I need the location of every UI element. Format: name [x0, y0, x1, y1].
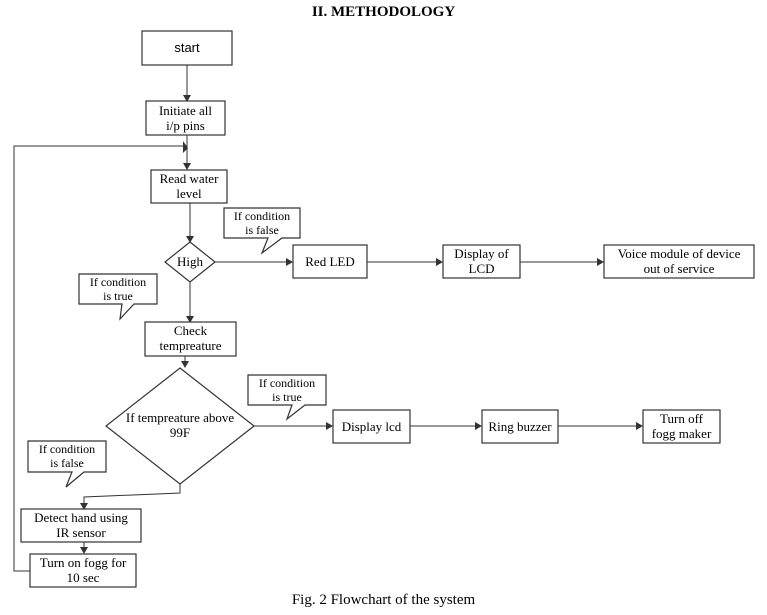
node-start: start: [141, 30, 233, 66]
callout1-line2: is false: [245, 223, 279, 237]
node-voice-line2: out of service: [644, 261, 715, 276]
node-detect-line2: IR sensor: [56, 525, 106, 540]
node-fogg-on-line2: 10 sec: [67, 570, 100, 585]
node-redled-label: Red LED: [305, 254, 354, 269]
figure-caption: Fig. 2 Flowchart of the system: [291, 592, 476, 608]
node-fogg-on-line1: Turn on fogg for: [40, 555, 127, 570]
node-start-label: start: [174, 40, 200, 55]
node-check-line1: Check: [174, 323, 208, 338]
node-detect-line1: Detect hand using: [34, 510, 128, 525]
callout2-line2: is true: [103, 289, 133, 303]
node-detect-hand: Detect hand using IR sensor: [20, 508, 142, 543]
node-buzzer-label: Ring buzzer: [488, 419, 552, 434]
node-displcd-line2: LCD: [469, 261, 495, 276]
callout-temp-false: If condition is false: [27, 440, 107, 488]
node-temp-decision: If tempreature above 99F: [105, 367, 255, 485]
node-fogg-off: Turn off fogg maker: [642, 409, 721, 444]
node-display-lcd-label: Display lcd: [342, 419, 402, 434]
callout4-line1: If condition: [39, 442, 95, 456]
node-read-line2: level: [176, 186, 202, 201]
node-fogg-on: Turn on fogg for 10 sec: [29, 553, 137, 588]
node-high-decision: High: [164, 241, 216, 283]
edge-temp-detect: [83, 484, 181, 508]
callout2-line1: If condition: [90, 275, 146, 289]
node-init-line2: i/p pins: [166, 118, 205, 133]
node-display-of-lcd: Display of LCD: [442, 244, 521, 279]
callout-high-true: If condition is true: [78, 273, 158, 321]
node-ring-buzzer: Ring buzzer: [481, 409, 559, 444]
callout1-line1: If condition: [234, 209, 290, 223]
node-init: Initiate all i/p pins: [145, 100, 226, 136]
node-temp-line2: 99F: [170, 425, 190, 440]
node-displcd-line1: Display of: [454, 246, 509, 261]
node-fogg-off-line1: Turn off: [660, 411, 704, 426]
node-high-label: High: [177, 254, 204, 269]
node-red-led: Red LED: [292, 244, 368, 279]
node-check-temp: Check tempreature: [144, 321, 237, 357]
edge-loop-back: [13, 145, 187, 572]
node-read-line1: Read water: [160, 171, 220, 186]
callout-temp-true: If condition is true: [247, 374, 327, 421]
connectors: [13, 65, 643, 572]
node-read-water: Read water level: [150, 169, 228, 204]
node-voice-line1: Voice module of device: [618, 246, 741, 261]
callout4-line2: is false: [50, 456, 84, 470]
flowchart: start Initiate all i/p pins Read water l…: [13, 30, 755, 588]
node-check-line2: tempreature: [159, 338, 221, 353]
callout3-line2: is true: [272, 390, 302, 404]
node-temp-line1: If tempreature above: [126, 410, 235, 425]
node-fogg-off-line2: fogg maker: [652, 426, 712, 441]
node-display-lcd: Display lcd: [332, 409, 411, 444]
page-heading: II. METHODOLOGY: [311, 4, 456, 20]
node-init-line1: Initiate all: [159, 103, 212, 118]
node-voice-module: Voice module of device out of service: [603, 244, 755, 279]
callout3-line1: If condition: [259, 376, 315, 390]
callout-high-false: If condition is false: [223, 207, 301, 255]
